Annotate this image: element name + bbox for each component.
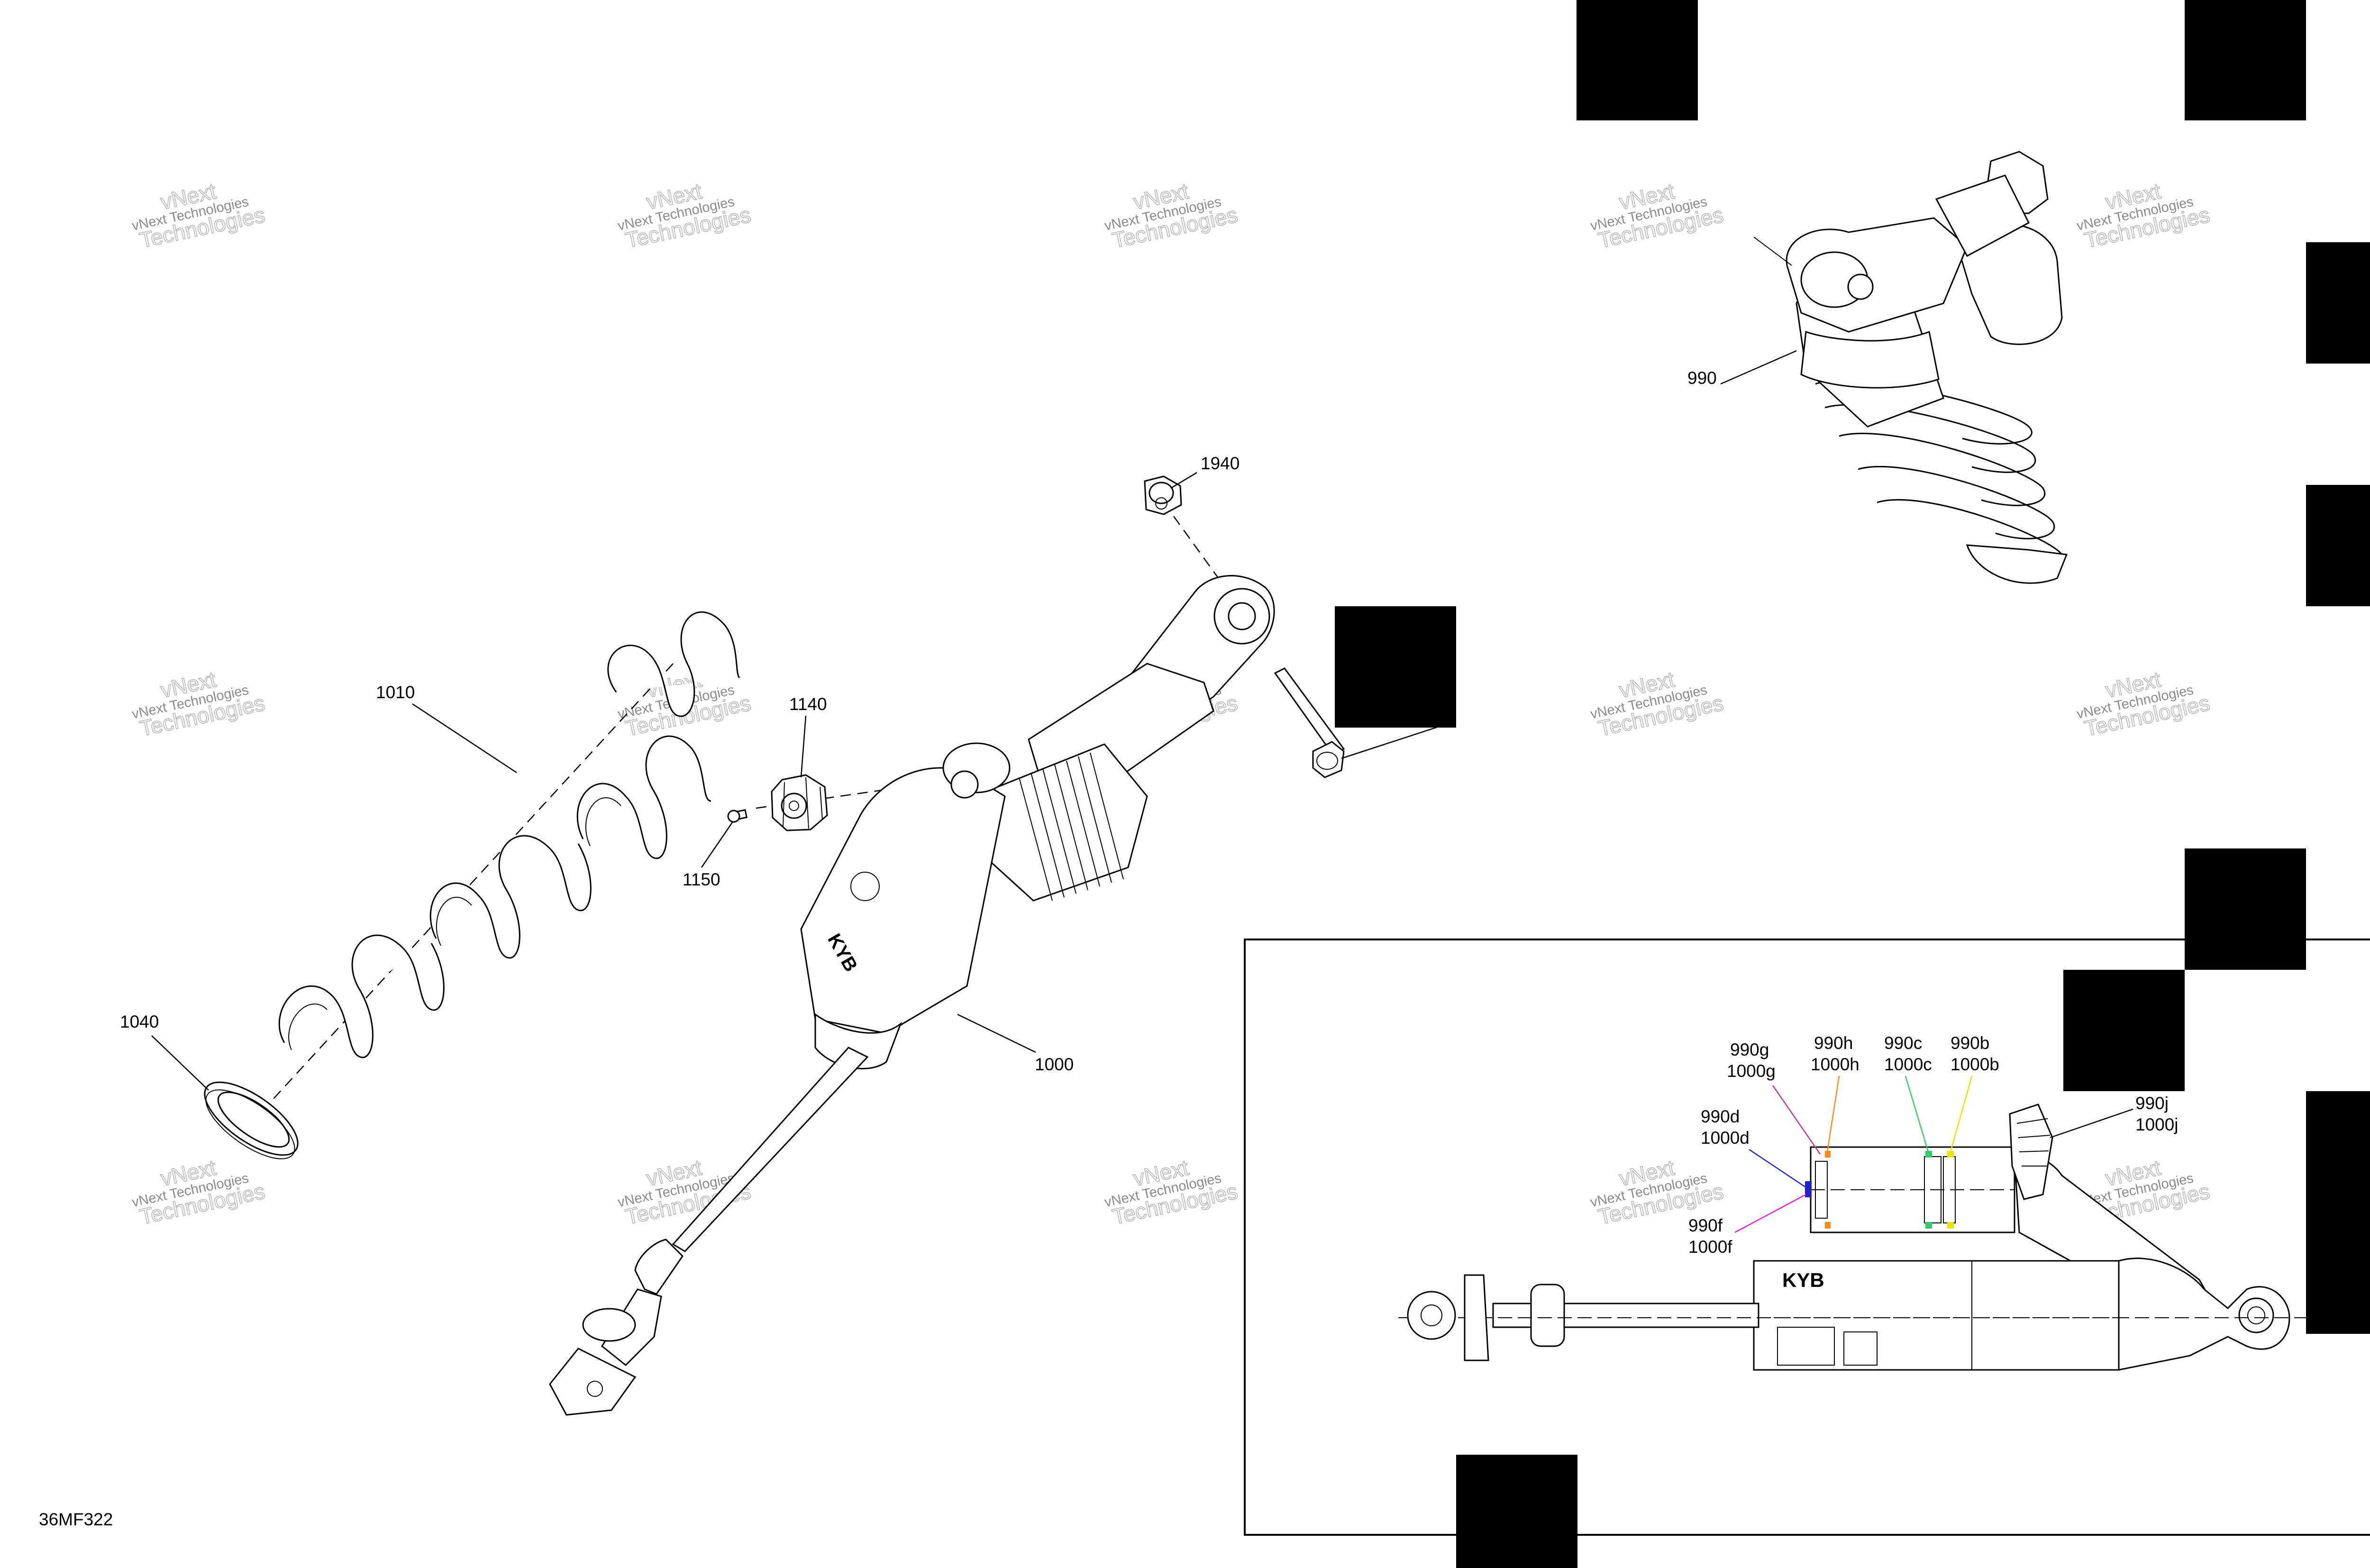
redaction-blocks — [1335, 0, 2370, 1568]
redaction-block — [2063, 970, 2185, 1091]
callout-1000g: 1000g — [1727, 1061, 1776, 1081]
callout-1010: 1010 — [376, 683, 415, 702]
redaction-block — [2306, 1091, 2370, 1334]
callout-990j: 990j — [2135, 1094, 2169, 1113]
callout-1150: 1150 — [683, 870, 720, 889]
callout-1140: 1140 — [789, 694, 827, 714]
callout-1000c: 1000c — [1884, 1055, 1932, 1074]
leader-b — [1950, 1076, 1973, 1152]
redaction-block — [2185, 0, 2306, 120]
leader-c — [1905, 1076, 1929, 1152]
inset-callouts: 990g 1000g 990h 1000h 990c 1000c 990b 10… — [1688, 1033, 2179, 1257]
detail-inset: KYB — [1244, 939, 2370, 1536]
callout-1000f: 1000f — [1688, 1237, 1732, 1257]
callout-1000j: 1000j — [2135, 1115, 2179, 1134]
callout-1000h: 1000h — [1811, 1055, 1860, 1074]
drawing-id: 36MF322 — [39, 1510, 113, 1529]
shock-absorber: KYB — [549, 575, 1275, 1416]
redaction-block — [1335, 606, 1456, 728]
callout-1040: 1040 — [120, 1012, 159, 1031]
assembled-shock-view — [1720, 151, 2068, 584]
redaction-block — [2185, 848, 2306, 970]
redaction-block — [2306, 242, 2370, 364]
spring-seat — [204, 1081, 299, 1159]
adjuster-knob — [771, 774, 828, 831]
callout-partial: 0 — [1446, 710, 1456, 729]
inset-leader-lines — [1734, 1076, 2133, 1233]
callout-990f: 990f — [1688, 1216, 1723, 1235]
coil-spring — [278, 611, 740, 1058]
callout-990: 990 — [1687, 368, 1717, 388]
redaction-block — [2306, 485, 2370, 606]
callout-990c: 990c — [1884, 1033, 1922, 1053]
callout-1000d: 1000d — [1701, 1128, 1750, 1148]
callout-990h: 990h — [1814, 1033, 1853, 1053]
leader-j — [2050, 1108, 2133, 1139]
callout-1000: 1000 — [1035, 1055, 1074, 1074]
callout-1940: 1940 — [1201, 454, 1240, 473]
leader-f — [1734, 1194, 1806, 1233]
leader-lines — [151, 472, 1451, 1091]
leader-g — [1772, 1085, 1821, 1155]
hex-bolt — [1274, 667, 1345, 778]
callout-1000b: 1000b — [1951, 1055, 1999, 1074]
brand-mark: KYB — [1782, 1269, 1824, 1291]
screw — [727, 809, 748, 823]
hex-nut — [1144, 475, 1182, 515]
leader-d — [1749, 1149, 1806, 1188]
callout-990d: 990d — [1701, 1107, 1740, 1126]
redaction-block — [1577, 0, 1698, 120]
callout-990b: 990b — [1951, 1033, 1989, 1053]
callout-990g: 990g — [1730, 1040, 1769, 1059]
leader-h — [1826, 1076, 1840, 1152]
redaction-block — [1456, 1455, 1577, 1568]
